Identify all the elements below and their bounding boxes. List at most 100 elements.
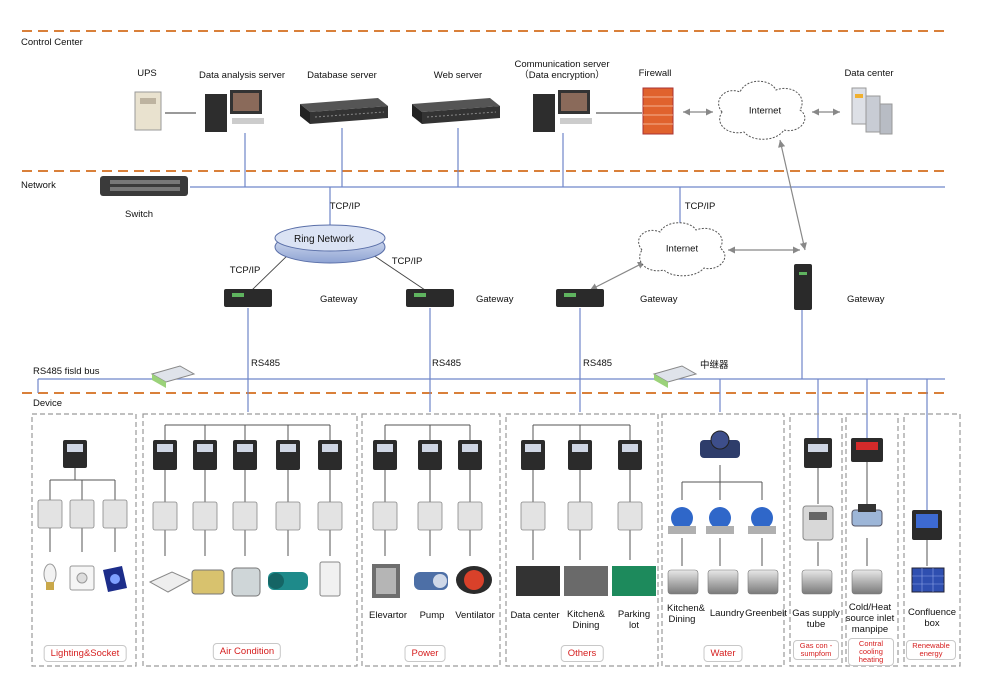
confluence-box-label-b: box xyxy=(924,618,940,629)
rs485-bus-label: RS485 fisld bus xyxy=(33,366,100,377)
tag-central-cooling-heating: Contral cooling heating xyxy=(848,638,894,666)
switch-icon xyxy=(100,176,188,196)
network-lines xyxy=(37,128,945,510)
ventilator-label: Ventilator xyxy=(455,610,495,621)
group-boxes xyxy=(31,413,961,667)
gateway-label-1: Gateway xyxy=(320,294,358,305)
web-server-label: Web server xyxy=(433,70,483,81)
gateway-icon xyxy=(224,289,604,307)
device-tree-lines xyxy=(49,424,928,566)
pump-label: Pump xyxy=(419,610,445,621)
kitchen-dining-label-1a: Kitchen& xyxy=(566,609,606,620)
tag-lighting-socket: Lighting&Socket xyxy=(43,645,127,662)
confluence-box-label-a: Confluence xyxy=(907,607,957,618)
kitchen-dining-label-2a: Kitchen& xyxy=(666,603,706,614)
ac-cassette-icon xyxy=(148,571,192,593)
parking-lot-label-b: lot xyxy=(628,620,640,631)
rs485-label-1: RS485 xyxy=(251,358,281,369)
tag-renewable-energy: Renewable energy xyxy=(906,640,956,660)
firewall-label: Firewall xyxy=(638,68,672,79)
water-meter-icon xyxy=(668,430,776,534)
network-label: Network xyxy=(21,180,56,191)
gas-supply-label-b: tube xyxy=(806,619,826,630)
socket-icon xyxy=(69,565,95,591)
tag-others: Others xyxy=(560,645,604,662)
ring-network-label: Ring Network xyxy=(293,234,355,245)
switch-label: Switch xyxy=(125,209,153,220)
ring-network-icon xyxy=(274,224,386,264)
solar-panel-icon xyxy=(911,567,945,593)
internet-cloud-mid xyxy=(638,222,726,277)
tcp-ip-label-3: TCP/IP xyxy=(391,256,423,267)
database-server-icon xyxy=(300,98,388,124)
gateway-label-4: Gateway xyxy=(847,294,885,305)
parking-lot-label-a: Parking xyxy=(617,609,651,620)
internet-arrows xyxy=(589,108,840,291)
flow-meter-icon xyxy=(851,504,883,527)
tcp-ip-label-2: TCP/IP xyxy=(229,265,261,276)
internet-label-mid: Internet xyxy=(665,243,699,255)
elevator-label: Elevartor xyxy=(368,610,408,621)
ring-links xyxy=(251,252,426,291)
ventilator-icon xyxy=(456,566,492,594)
laundry-label: Laundry xyxy=(709,608,745,619)
tall-gateway-icon xyxy=(794,264,812,310)
rs485-label-2: RS485 xyxy=(432,358,462,369)
internet-cloud-top xyxy=(718,80,806,140)
meter-screens xyxy=(67,444,828,452)
tcp-ip-label-4: TCP/IP xyxy=(684,201,716,212)
tag-water: Water xyxy=(703,645,743,662)
heat-meter-display xyxy=(856,442,878,450)
data-encryption-label: （Data encryption） xyxy=(519,70,605,81)
tag-power: Power xyxy=(404,645,446,662)
gateway-dots xyxy=(232,293,576,297)
confluence-meter-icon xyxy=(912,510,942,540)
din-meter-icon xyxy=(37,499,643,531)
control-center-label: Control Center xyxy=(21,37,83,48)
spotlight-icon xyxy=(103,566,127,592)
gas-supply-label-a: Gas supply xyxy=(792,608,840,619)
cooling-tower-icon xyxy=(231,567,261,597)
section-dividers xyxy=(22,30,945,394)
cold-heat-label-a: Cold/Heat xyxy=(848,602,892,613)
light-bulb-icon xyxy=(43,563,57,590)
greenbelt-label: Greenbelt xyxy=(745,608,787,619)
gateway-label-3: Gateway xyxy=(640,294,678,305)
pipe-icon xyxy=(667,569,883,595)
kitchen-dining-label-1b: Dining xyxy=(572,620,600,631)
parking-photo xyxy=(612,566,656,596)
web-server-icon xyxy=(412,98,500,124)
pump-icon xyxy=(414,572,448,590)
data-center-label: Data center xyxy=(844,68,894,79)
repeater-label: 中继器 xyxy=(700,360,729,371)
tag-air-condition: Air Condition xyxy=(212,643,282,660)
communication-server-icon xyxy=(533,90,592,132)
elevator-icon xyxy=(372,564,400,598)
cold-heat-label-c: manpipe xyxy=(851,624,889,635)
kitchen-dining-label-2b: Dining xyxy=(668,614,696,625)
gateway-label-2: Gateway xyxy=(476,294,514,305)
data-center-photo xyxy=(516,566,560,596)
gas-meter-icon xyxy=(802,505,834,541)
circulation-pump-icon xyxy=(268,572,308,590)
internet-label-top: Internet xyxy=(748,105,782,117)
device-label: Device xyxy=(33,398,63,409)
power-meter-icon xyxy=(63,438,883,470)
data-analysis-server-label: Data analysis server xyxy=(198,70,286,81)
ac-cabinet-icon xyxy=(319,561,341,597)
communication-server-label: Communication server xyxy=(514,59,610,70)
tcp-ip-label-1: TCP/IP xyxy=(329,201,361,212)
chiller-icon xyxy=(191,569,225,595)
ups-icon xyxy=(134,91,162,131)
cold-heat-label-b: source inlet xyxy=(845,613,895,624)
rs485-converter-icon xyxy=(150,365,698,388)
ups-label: UPS xyxy=(137,68,157,79)
database-server-label: Database server xyxy=(307,70,377,81)
kitchen-photo xyxy=(564,566,608,596)
data-analysis-server-icon xyxy=(205,90,264,132)
rs485-label-3: RS485 xyxy=(583,358,613,369)
data-center-device-label: Data center xyxy=(510,610,560,621)
tag-gas: Gas con -sumpfom xyxy=(793,640,839,660)
data-center-icon xyxy=(851,87,893,135)
